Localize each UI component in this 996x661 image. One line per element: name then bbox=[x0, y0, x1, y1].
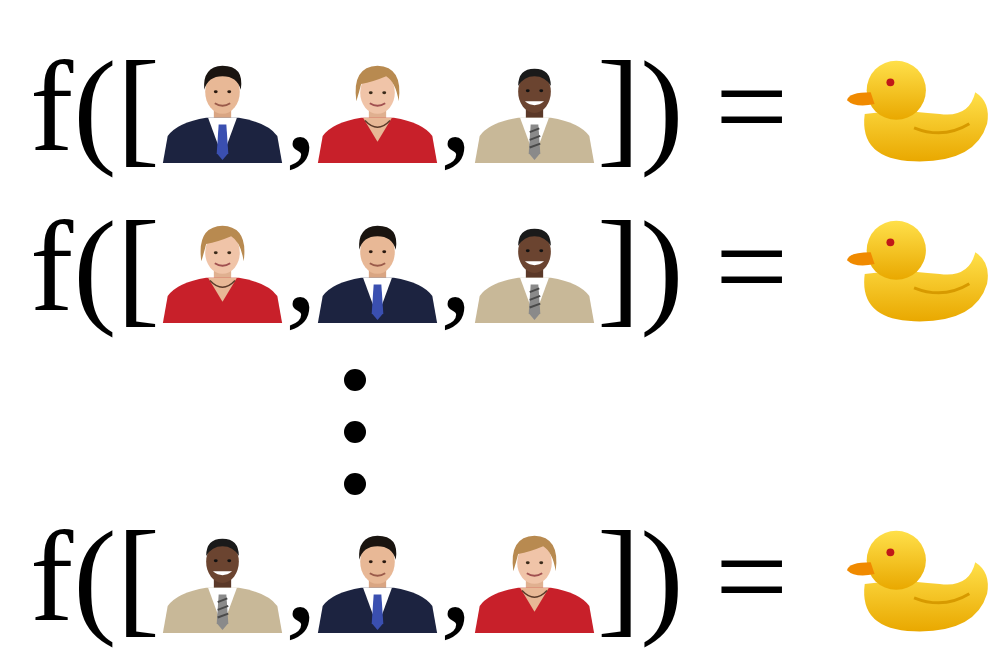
separator-comma: , bbox=[440, 41, 473, 171]
function-close: ]) bbox=[597, 511, 684, 641]
separator-comma: , bbox=[440, 511, 473, 641]
function-open: f([ bbox=[30, 201, 160, 331]
separator-comma: , bbox=[285, 201, 318, 331]
separator-comma: , bbox=[285, 511, 318, 641]
ellipsis-dot bbox=[344, 473, 366, 495]
person-figure bbox=[318, 66, 437, 163]
function-close: ]) bbox=[597, 201, 684, 331]
function-close: ]) bbox=[597, 41, 684, 171]
ellipsis-dot bbox=[344, 369, 366, 391]
person-figure bbox=[318, 536, 437, 633]
person-figure bbox=[475, 536, 594, 633]
separator-comma: , bbox=[440, 201, 473, 331]
person-figure bbox=[475, 69, 594, 163]
equals-sign: = bbox=[715, 201, 788, 331]
rubber-duck bbox=[847, 61, 988, 162]
ellipsis-dot bbox=[344, 421, 366, 443]
person-figure bbox=[163, 226, 282, 323]
person-figure bbox=[163, 66, 282, 163]
rubber-duck bbox=[847, 221, 988, 322]
person-figure bbox=[318, 226, 437, 323]
person-figure bbox=[475, 229, 594, 323]
person-figure bbox=[163, 539, 282, 633]
equals-sign: = bbox=[715, 511, 788, 641]
separator-comma: , bbox=[285, 41, 318, 171]
function-open: f([ bbox=[30, 41, 160, 171]
function-open: f([ bbox=[30, 511, 160, 641]
rubber-duck bbox=[847, 531, 988, 632]
equals-sign: = bbox=[715, 41, 788, 171]
